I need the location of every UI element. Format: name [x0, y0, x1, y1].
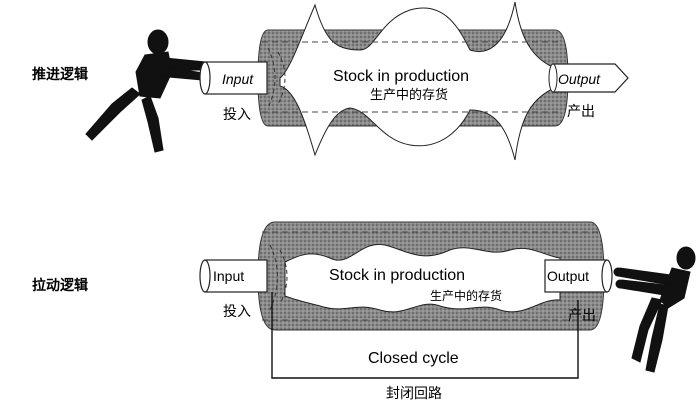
- pull-section: 拉动逻辑 Input 投入 Stock in production 生产中的存货…: [32, 221, 696, 402]
- push-row-label: 推进逻辑: [32, 66, 88, 83]
- push-input-label: Input: [222, 71, 254, 87]
- push-stock-cn: 生产中的存货: [370, 87, 448, 103]
- pull-input-cn: 投入: [223, 304, 251, 320]
- pull-loop-cn: 封闭回路: [386, 386, 442, 402]
- pull-input-label: Input: [213, 268, 244, 284]
- pull-input-pipe: Input: [199, 259, 268, 293]
- pull-stock-cn: 生产中的存货: [430, 288, 502, 303]
- pull-output-label: Output: [547, 268, 589, 284]
- pull-output-pipe: Output: [544, 259, 613, 293]
- push-input-pipe: Input: [199, 61, 268, 95]
- pull-output-cn: 产出: [568, 308, 596, 324]
- pull-figure-icon: [613, 246, 696, 373]
- pull-stock-label: Stock in production: [329, 267, 465, 284]
- push-input-cn: 投入: [223, 107, 251, 123]
- push-figure-icon: [85, 29, 214, 153]
- pull-tube: [257, 221, 605, 331]
- push-output-arrow: Output: [548, 63, 629, 93]
- push-section: 推进逻辑 Input 投入: [32, 1, 629, 161]
- pull-row-label: 拉动逻辑: [32, 277, 88, 294]
- push-output-label: Output: [558, 71, 601, 87]
- push-output-cn: 产出: [567, 104, 595, 120]
- closed-cycle-loop: Closed cycle 封闭回路: [271, 292, 579, 402]
- push-stock-label: Stock in production: [333, 68, 469, 85]
- pull-loop-label: Closed cycle: [368, 350, 459, 367]
- push-tube: [257, 1, 569, 161]
